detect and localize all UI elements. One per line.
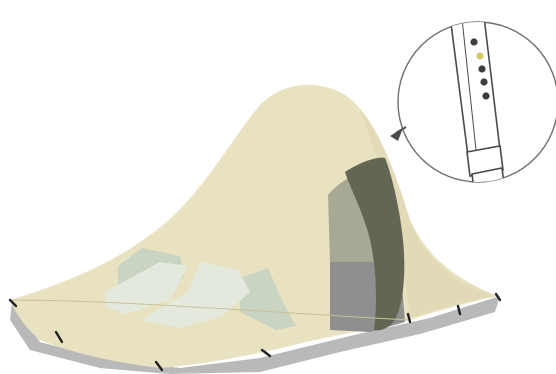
- pole-hole-icon: [478, 65, 485, 72]
- pole-hole-active-icon: [476, 52, 483, 59]
- pole-lower-section: [472, 168, 506, 206]
- pole-hole-icon: [470, 38, 477, 45]
- arrow-pointing-to-tent-icon: [390, 127, 406, 141]
- pole-hole-icon: [482, 92, 489, 99]
- pole-hole-icon: [480, 78, 487, 85]
